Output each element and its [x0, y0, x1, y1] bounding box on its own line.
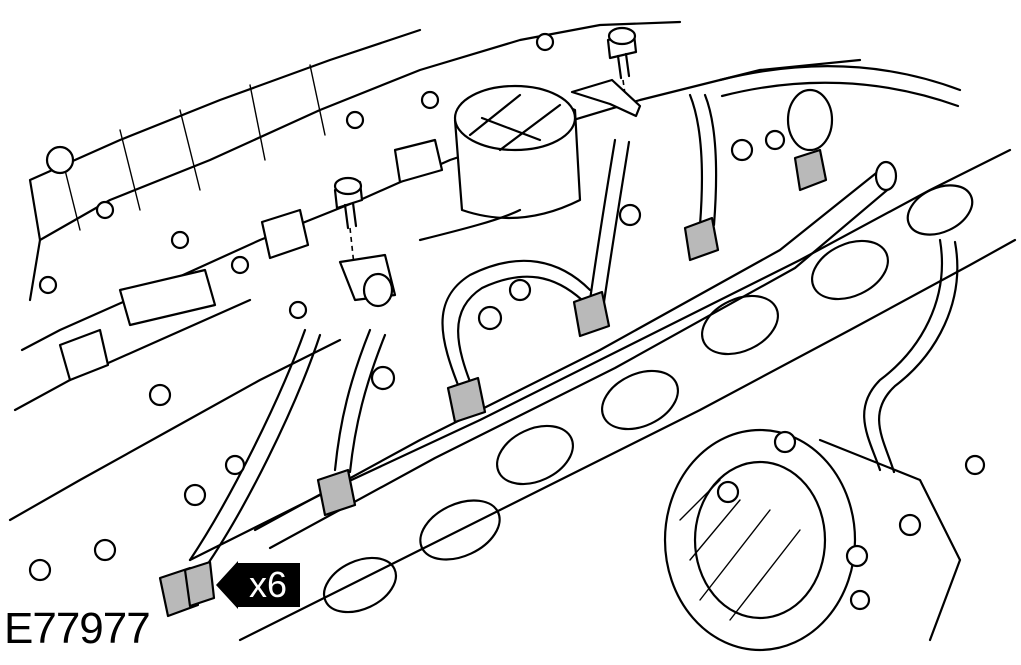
left-arrow-icon [216, 561, 238, 609]
sensor-blocks [58, 138, 444, 382]
oil-filler-cap [453, 84, 582, 220]
injector-connectors [158, 148, 828, 618]
valve-cover-outline [8, 20, 862, 522]
harness-bracket-bolt-right [570, 26, 642, 118]
fuel-rail [253, 160, 898, 550]
fastener-heads [28, 32, 986, 611]
harness-bracket-bolt-left [333, 176, 397, 308]
quantity-label: x6 [236, 563, 300, 607]
wiring-harness [188, 64, 962, 570]
figure-id-label: E77977 [4, 604, 151, 653]
quantity-callout: x6 [216, 561, 300, 609]
alternator [663, 428, 962, 652]
